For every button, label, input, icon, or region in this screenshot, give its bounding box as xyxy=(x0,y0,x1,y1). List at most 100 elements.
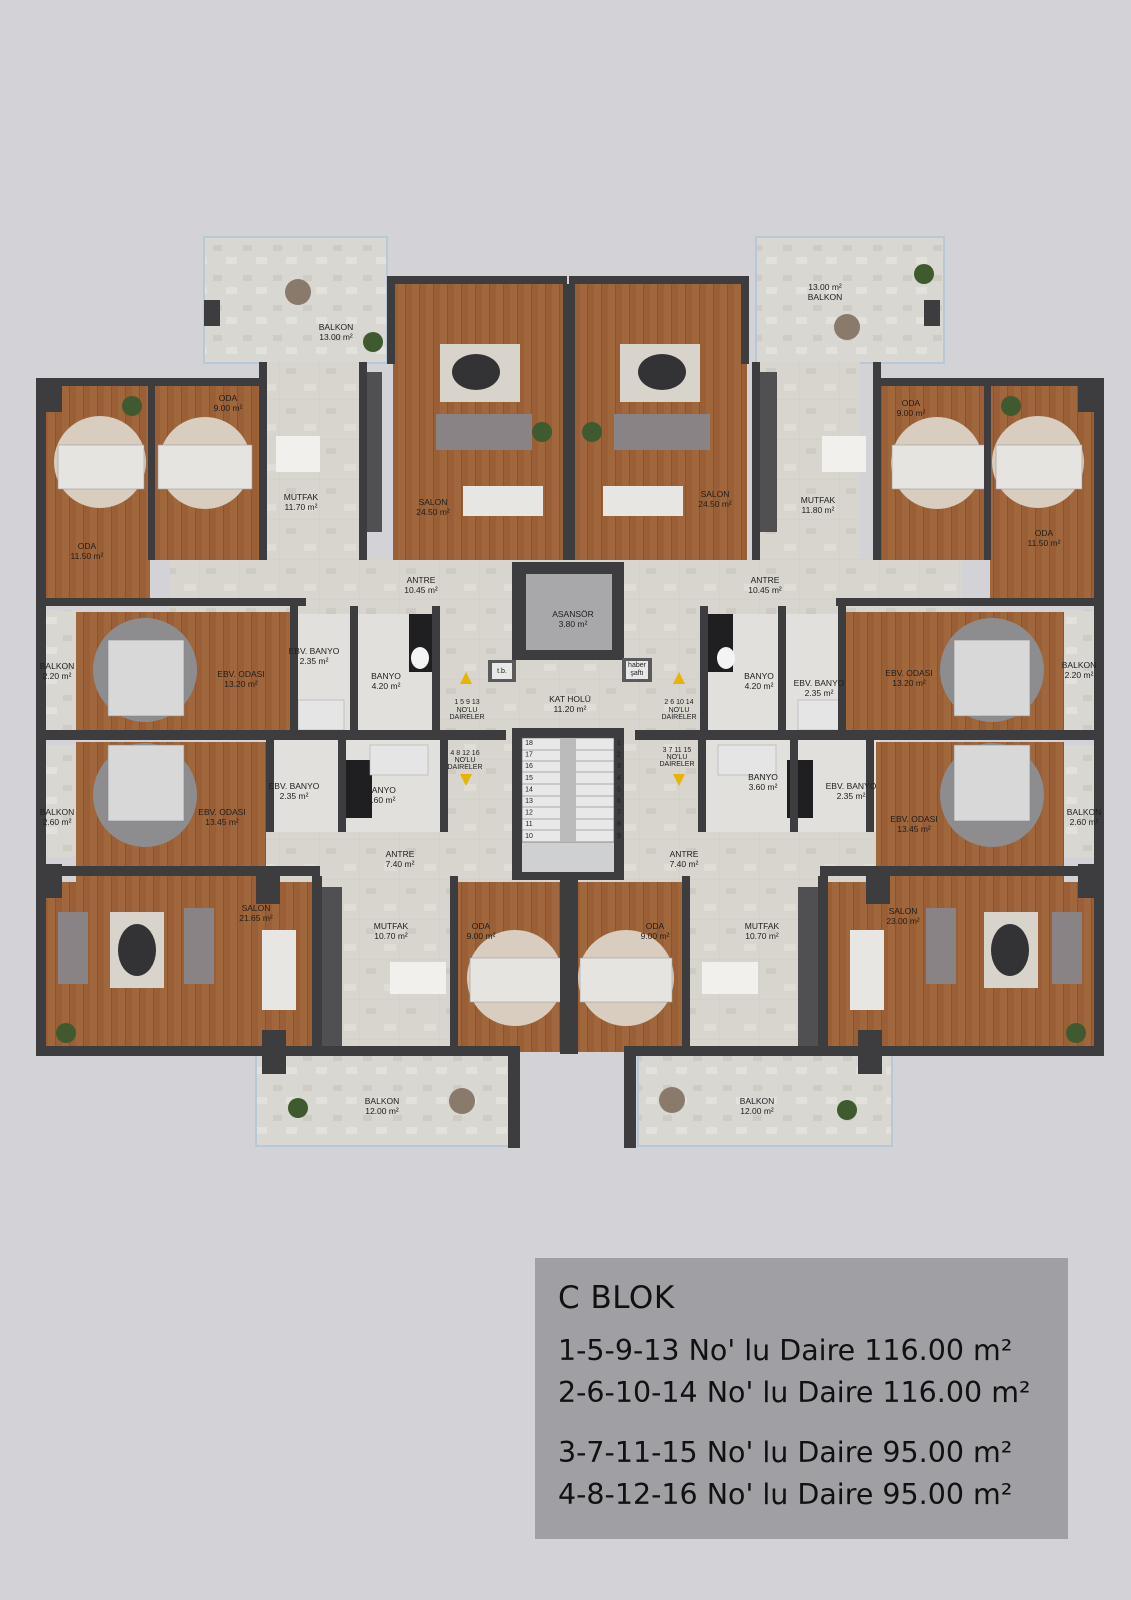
room-area-label: 24.50 m² xyxy=(698,499,732,509)
room-name-label: ANTRE xyxy=(386,849,415,859)
room-name-label: ODA xyxy=(219,393,238,403)
room-name-label: BANYO xyxy=(748,772,778,782)
stair-step-number: 18 xyxy=(525,740,533,747)
room-area-label: 23.00 m² xyxy=(886,916,920,926)
room-area-label: 2.20 m² xyxy=(1065,670,1094,680)
room-area-label: 3.80 m² xyxy=(559,619,588,629)
daireler-top-right: DAİRELER xyxy=(661,712,696,721)
stair-step-number: 8 xyxy=(617,821,621,828)
legend-row-4: 4-8-12-16 No' lu Daire 95.00 m² xyxy=(558,1478,1013,1511)
staircase xyxy=(512,728,624,880)
room-name-label: SALON xyxy=(242,903,271,913)
room-area-label: 12.00 m² xyxy=(740,1106,774,1116)
room-area-label: 7.40 m² xyxy=(386,859,415,869)
room-area-label: 10.45 m² xyxy=(404,585,438,595)
room-area-label: 10.70 m² xyxy=(745,931,779,941)
room-area-label: 2.35 m² xyxy=(805,688,834,698)
stair-step-number: 2 xyxy=(617,752,621,759)
room-area-label: 11.20 m² xyxy=(554,704,587,714)
room-name-label: BALKON xyxy=(1062,660,1097,670)
units-bottom-right: 3 7 11 15 xyxy=(663,747,692,754)
room-name-label: ODA xyxy=(902,398,921,408)
shafts xyxy=(488,658,652,682)
stair-step-number: 14 xyxy=(525,786,533,793)
room-area-label: 11.50 m² xyxy=(1028,538,1061,548)
room-name-label: MUTFAK xyxy=(284,492,319,502)
walls xyxy=(36,276,1104,1148)
room-name-label: EBV. BANYO xyxy=(826,781,877,791)
room-area-label: 24.50 m² xyxy=(416,507,450,517)
room-name-label: EBV. ODASI xyxy=(198,807,245,817)
room-area-label: 13.20 m² xyxy=(224,679,258,689)
nolu-top-right: NO'LU xyxy=(669,707,690,714)
room-area-label: 10.45 m² xyxy=(748,585,782,595)
legend-box: C BLOK 1-5-9-13 No' lu Daire 116.00 m² 2… xyxy=(535,1258,1068,1539)
room-name-label: BALKON xyxy=(1067,807,1102,817)
nolu-bottom-right: NO'LU xyxy=(667,754,688,761)
stair-step-number: 12 xyxy=(525,810,533,817)
room-name-label: ASANSÖR xyxy=(552,609,594,619)
nolu-top-left: NO'LU xyxy=(457,707,478,714)
room-name-label: ODA xyxy=(78,541,97,551)
room-name-label: ODA xyxy=(646,921,665,931)
room-name-label: BALKON xyxy=(319,322,354,332)
room-name-label: EBV. BANYO xyxy=(269,781,320,791)
legend-row-3: 3-7-11-15 No' lu Daire 95.00 m² xyxy=(558,1436,1013,1469)
tb-label: t.b. xyxy=(497,668,507,675)
units-top-left: 1 5 9 13 xyxy=(454,699,479,706)
furniture xyxy=(54,264,1086,1120)
haber-safti-label-2: şaftı xyxy=(630,670,643,677)
room-name-label: EBV. ODASI xyxy=(885,668,932,678)
room-area-label: 2.60 m² xyxy=(1070,817,1099,827)
room-name-label: EBV. BANYO xyxy=(794,678,845,688)
room-name-label: MUTFAK xyxy=(374,921,409,931)
room-name-label: BANYO xyxy=(371,671,401,681)
room-area-label: 2.35 m² xyxy=(837,791,866,801)
room-area-label: 2.20 m² xyxy=(43,671,72,681)
room-area-label: 4.20 m² xyxy=(745,681,774,691)
stair-step-number: 9 xyxy=(617,833,621,840)
room-area-label: 2.35 m² xyxy=(300,656,329,666)
stair-step-number: 4 xyxy=(617,775,621,782)
room-area-label: 12.00 m² xyxy=(365,1106,399,1116)
room-name-label: BALKON xyxy=(365,1096,400,1106)
room-area-label: 13.00 m² xyxy=(319,332,353,342)
stair-step-number: 17 xyxy=(525,752,533,759)
room-area-label: 13.20 m² xyxy=(892,678,926,688)
room-area-label: 10.70 m² xyxy=(374,931,408,941)
daireler-bottom-left: DAİRELER xyxy=(447,762,482,771)
room-name-label: ANTRE xyxy=(407,575,436,585)
room-name-label: ODA xyxy=(1035,528,1054,538)
stair-step-number: 1 xyxy=(617,740,621,747)
stair-step-number: 5 xyxy=(617,786,621,793)
room-area-label: 3.60 m² xyxy=(749,782,778,792)
room-name-label: BALKON xyxy=(40,807,75,817)
room-area-label: 3.60 m² xyxy=(367,795,396,805)
legend-title: C BLOK xyxy=(558,1280,675,1316)
room-area-label: 7.40 m² xyxy=(670,859,699,869)
room-name-label: BANYO xyxy=(744,671,774,681)
room-area-label: BALKON xyxy=(808,292,843,302)
room-area-label: 4.20 m² xyxy=(372,681,401,691)
daireler-top-left: DAİRELER xyxy=(449,712,484,721)
elevator xyxy=(512,562,624,660)
daireler-bottom-right: DAİRELER xyxy=(659,759,694,768)
room-area-label: 11.80 m² xyxy=(802,505,835,515)
room-area-label: 13.45 m² xyxy=(897,824,931,834)
nolu-bottom-left: NO'LU xyxy=(455,757,476,764)
stair-step-number: 7 xyxy=(617,810,621,817)
stair-step-number: 11 xyxy=(525,821,532,828)
stair-step-number: 6 xyxy=(617,798,621,805)
room-area-label: 2.35 m² xyxy=(280,791,309,801)
room-area-label: 11.50 m² xyxy=(71,551,104,561)
room-area-label: 2.60 m² xyxy=(43,817,72,827)
units-top-right: 2 6 10 14 xyxy=(664,699,693,706)
room-name-label: ODA xyxy=(472,921,491,931)
misc-labels: t.b. haber şaftı 1 5 9 13 NO'LU DAİRELER… xyxy=(447,662,696,771)
room-name-label: MUTFAK xyxy=(801,495,836,505)
room-name-label: 13.00 m² xyxy=(808,282,842,292)
room-name-label: SALON xyxy=(419,497,448,507)
